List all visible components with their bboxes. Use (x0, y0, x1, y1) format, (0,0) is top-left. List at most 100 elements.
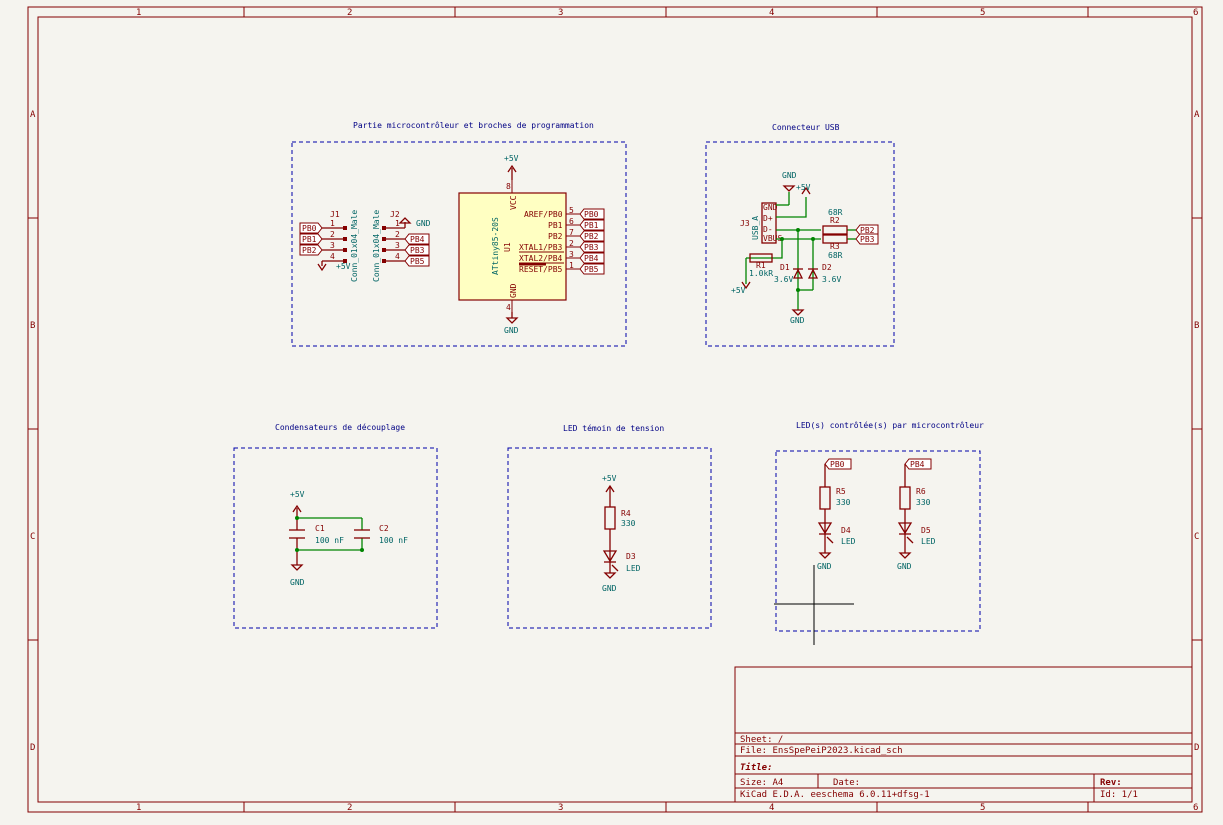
ruler-row-d-right: D (1194, 743, 1199, 753)
caps-5v-symbol: +5V (290, 490, 305, 513)
ruler-row-b: B (30, 321, 35, 331)
ruler-col-6-bottom: 6 (1193, 803, 1198, 813)
j3-value: USB_A (751, 216, 760, 240)
ruler-col-5-bottom: 5 (980, 803, 985, 813)
j3-pin-dminus: D- (763, 225, 773, 234)
r5-value: 330 (836, 498, 851, 507)
j2-pin-1: 1 (395, 219, 400, 228)
j2-connector[interactable]: J2 Conn_01x04_Male 1 2 3 4 GND PB4 PB3 P… (372, 210, 431, 282)
r3-ref: R3 (830, 242, 840, 251)
caps-gnd-symbol: GND (290, 564, 305, 587)
title-block: Sheet: / File: EnsSpePeiP2023.kicad_sch … (734, 666, 1193, 803)
u1-gnd-pin: 4 (506, 303, 511, 312)
j1-net-pb0: PB0 (302, 224, 317, 233)
leds-gnd-2: GND (897, 552, 912, 571)
u1-power-gnd: GND (504, 312, 519, 335)
j3-usb-connector[interactable]: J3 USB_A GND D+ D- VBUS (740, 202, 782, 244)
j2-value: Conn_01x04_Male (372, 210, 381, 282)
tb-date: Date: (833, 778, 860, 788)
sheet-frame (27, 6, 1203, 813)
d3-value: LED (626, 564, 641, 573)
r4-resistor[interactable]: R4 330 (604, 506, 636, 530)
r6-ref: R6 (916, 487, 926, 496)
r2-ref: R2 (830, 216, 840, 225)
r1-resistor[interactable]: R1 1.0kR (749, 253, 773, 278)
d4-led[interactable]: D4 LED (817, 522, 856, 546)
net-label-pb4: PB4 (584, 254, 599, 263)
crosshair-cursor (774, 565, 854, 645)
j1-ref: J1 (330, 210, 340, 219)
d5-led[interactable]: D5 LED (897, 522, 936, 546)
j2-pin-4: 4 (395, 252, 400, 261)
r2-value: 68R (828, 208, 843, 217)
tb-sheet: Sheet: / (740, 735, 783, 745)
usb-gnd-label: GND (782, 171, 797, 180)
ruler-col-4: 4 (769, 8, 774, 18)
r6-resistor[interactable]: R6 330 (899, 486, 931, 510)
d3-ref: D3 (626, 552, 636, 561)
u1-pin-pb1: PB1 (548, 221, 563, 230)
j2-pin-3: 3 (395, 241, 400, 250)
usb-net-pb2: PB2 (860, 226, 875, 235)
caps-block-box (233, 447, 438, 629)
micro-block-box (291, 141, 627, 347)
usb-5v-label: +5V (796, 183, 811, 192)
j2-net-pb5: PB5 (410, 257, 425, 266)
d2-zener[interactable]: D2 3.6V (807, 263, 841, 284)
ruler-row-d: D (30, 743, 35, 753)
r5-resistor[interactable]: R5 330 (819, 486, 851, 510)
u1-gnd-label: GND (509, 283, 518, 298)
net-label-pb3: PB3 (584, 243, 599, 252)
j2-net-pb4: PB4 (410, 235, 425, 244)
usb-net-labels: PB2 PB3 (855, 224, 879, 245)
u1-attiny85[interactable]: ATtiny85-20S U1 VCC GND 8 4 AREF/PB0 PB1… (458, 180, 580, 312)
d5-value: LED (921, 537, 936, 546)
d4-value: LED (841, 537, 856, 546)
micro-block-title: Partie microcontrôleur et broches de pro… (353, 120, 594, 130)
j1-pin-3: 3 (330, 241, 335, 250)
j2-ref: J2 (390, 210, 400, 219)
c1-value: 100 nF (315, 536, 344, 545)
usb-gnd-symbol: GND (782, 171, 797, 192)
u1-pinnum-2: 2 (569, 239, 574, 248)
ruler-col-2-bottom: 2 (347, 803, 352, 813)
net-label-pb1: PB1 (584, 221, 599, 230)
tb-file: File: EnsSpePeiP2023.kicad_sch (740, 746, 903, 756)
ruler-row-a: A (30, 110, 36, 120)
d5-ref: D5 (921, 526, 931, 535)
r5-ref: R5 (836, 487, 846, 496)
ruler-left: A B C D (30, 110, 36, 753)
c2-ref: C2 (379, 524, 389, 533)
r3-resistor[interactable]: R3 68R (822, 234, 848, 260)
r2-resistor[interactable]: 68R R2 (822, 208, 848, 235)
c2-capacitor[interactable]: C2 100 nF (354, 524, 408, 545)
c1-capacitor[interactable]: C1 100 nF (289, 524, 344, 545)
u1-pinnum-3: 3 (569, 250, 574, 259)
d3-led[interactable]: D3 LED (602, 550, 641, 573)
j2-net-pb3: PB3 (410, 246, 425, 255)
usb-5v-symbol: +5V (796, 183, 811, 195)
r1-ref: R1 (756, 261, 766, 270)
u1-pinnum-7: 7 (569, 228, 574, 237)
net-label-pb2: PB2 (584, 232, 599, 241)
d1-value: 3.6V (774, 275, 793, 284)
d4-ref: D4 (841, 526, 851, 535)
u1-value: ATtiny85-20S (491, 217, 500, 275)
usb-gnd-bottom-label: GND (790, 316, 805, 325)
led-gnd-symbol: GND (602, 572, 617, 593)
j2-gnd-label: GND (416, 219, 431, 228)
led-5v-label: +5V (602, 474, 617, 483)
j3-pin-vbus: VBUS (763, 234, 782, 243)
j1-connector[interactable]: J1 Conn_01x04_Male 1 2 3 4 PB0 PB1 PB2 +… (299, 210, 359, 282)
usb-wires (745, 192, 856, 310)
d1-zener[interactable]: D1 3.6V (774, 263, 804, 284)
j3-ref: J3 (740, 219, 750, 228)
usb-r1-5v-label: +5V (731, 286, 746, 295)
j3-pin-dplus: D+ (763, 214, 773, 223)
tb-rev: Rev: (1100, 778, 1122, 788)
d1-ref: D1 (780, 263, 790, 272)
net-label-pb0: PB0 (584, 210, 599, 219)
u1-pin-pb2: PB2 (548, 232, 563, 241)
ruler-row-a-right: A (1194, 110, 1200, 120)
